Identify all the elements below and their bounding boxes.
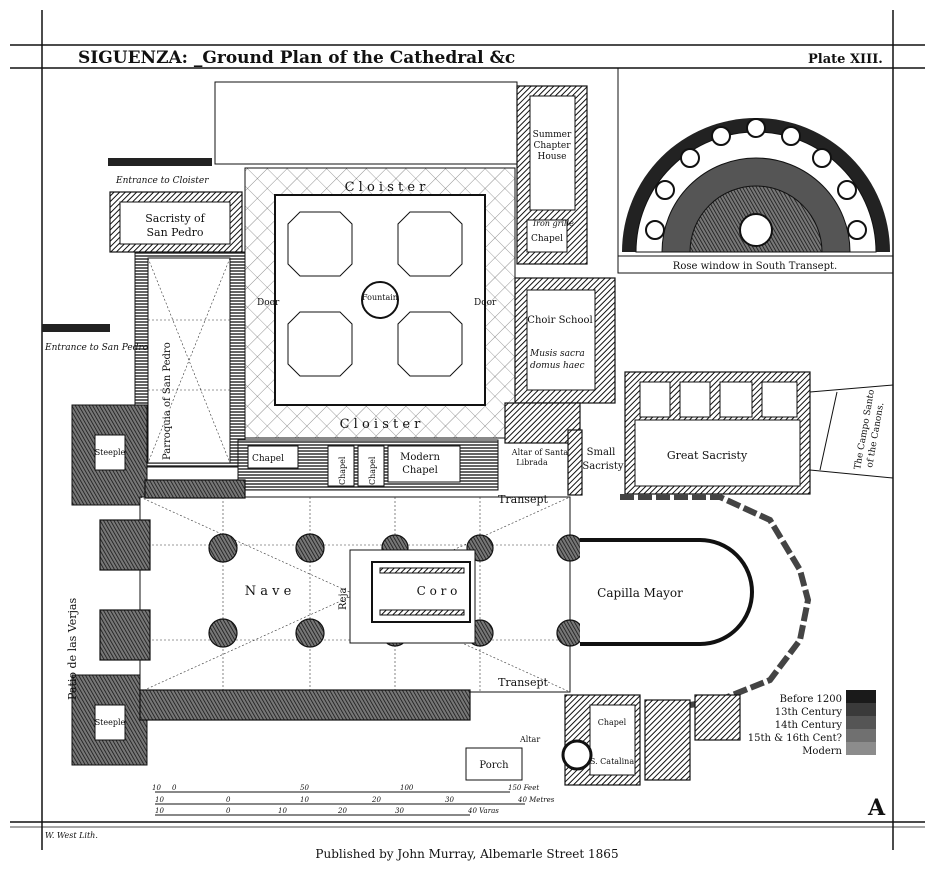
plate-title: SIGUENZA: _Ground Plan of the Cathedral … <box>78 48 515 68</box>
capilla-mayor-label: Capilla Mayor <box>597 586 683 600</box>
publisher-credit: Published by John Murray, Albemarle Stre… <box>315 847 618 861</box>
small-sacristy-label: Sacristy <box>582 461 624 472</box>
scale-label: 10 <box>155 807 164 815</box>
legend-label: 15th & 16th Cent? <box>748 733 842 744</box>
legend-label: 14th Century <box>775 720 843 731</box>
legend-label: 13th Century <box>775 707 843 718</box>
modern-chapel-label: Modern <box>400 452 440 463</box>
legend: Before 1200 13th Century 14th Century 15th … <box>748 690 876 757</box>
nave-area <box>99 479 700 721</box>
steeple-label: Steeple <box>95 448 126 457</box>
sacristy-san-pedro-label: San Pedro <box>146 226 203 239</box>
chapel-catalina-label: Chapel <box>598 718 627 727</box>
altar-librada-label: Altar of Santa <box>511 448 569 457</box>
inscription-label: Musis sacra <box>529 349 585 359</box>
rose-window-caption: Rose window in South Transept. <box>673 261 837 272</box>
entrance-cloister-label: Entrance to Cloister <box>115 176 209 186</box>
altar-librada-label: Librada <box>516 458 548 467</box>
summer-chapter-house-label: Summer <box>533 130 572 140</box>
scale-label: 150 Feet <box>508 784 539 792</box>
cloister-label: C l o i s t e r <box>340 417 422 432</box>
coro <box>349 549 476 644</box>
scale-label: 0 <box>226 796 231 804</box>
fountain-label: Fountain <box>362 293 398 302</box>
small-sacristy-label: Small <box>587 447 616 458</box>
north-building <box>214 81 518 165</box>
porch-label: Porch <box>479 760 509 771</box>
scale-label: 50 <box>300 784 309 792</box>
nave-label: N a v e <box>245 584 292 599</box>
legend-label: Modern <box>802 746 842 757</box>
scale-label: 10 <box>278 807 287 815</box>
chapel-label: Chapel <box>368 456 377 485</box>
scale-label: 10 <box>152 784 161 792</box>
scale-label: 40 Metres <box>517 796 555 804</box>
choir-school-label: Choir School <box>527 315 592 326</box>
door-label: Door <box>474 298 497 308</box>
apse <box>580 494 812 708</box>
iron-grille-label: Iron grille <box>532 219 574 228</box>
legend-swatch <box>846 729 876 742</box>
cloister-label: C l o i s t e r <box>345 180 427 195</box>
chapel-label: Chapel <box>252 454 284 464</box>
lithographer-credit: W. West Lith. <box>45 831 98 840</box>
legend-swatch <box>846 716 876 729</box>
scale-label: 20 <box>371 796 381 804</box>
scale-bars <box>155 791 525 816</box>
monogram-logo: A <box>867 795 886 821</box>
plate-number: Plate XIII. <box>808 52 883 67</box>
chapel-label: Chapel <box>338 456 347 485</box>
scale-label: 30 <box>395 807 404 815</box>
scale-label: 0 <box>226 807 231 815</box>
rose-window-inset: Rose window in South Transept. <box>617 67 894 274</box>
scale-label: 100 <box>400 784 414 792</box>
sacristy-san-pedro-label: Sacristy of <box>145 212 205 225</box>
cloister <box>244 167 516 439</box>
chapel-catalina-label: S. Catalina <box>590 757 634 766</box>
coro-label: C o r o <box>417 584 458 598</box>
summer-chapter-house-label: House <box>537 152 566 162</box>
door-label: Door <box>257 298 280 308</box>
scale-label: 10 <box>155 796 164 804</box>
transept-label: Transept <box>498 493 548 506</box>
reja-label: Reja <box>338 587 349 610</box>
inscription-label: domus haec <box>530 361 585 371</box>
great-sacristy-label: Great Sacristy <box>667 449 748 462</box>
transept-label: Transept <box>498 676 548 689</box>
legend-label: Before 1200 <box>780 694 842 705</box>
scale-label: 10 <box>300 796 309 804</box>
legend-swatch <box>846 703 876 716</box>
entrance-san-pedro-label: Entrance to San Pedro <box>44 343 149 353</box>
chapel-label: Chapel <box>531 234 563 244</box>
scale-label: 40 Varas <box>467 807 499 815</box>
legend-swatch <box>846 690 876 703</box>
modern-chapel-label: Chapel <box>402 465 438 476</box>
patio-label: Patio de las Verjas <box>66 598 79 700</box>
parroquia-label: Parroquia of San Pedro <box>162 342 173 460</box>
summer-chapter-house-label: Chapter <box>533 141 571 151</box>
steeple-label: Steeple <box>95 718 126 727</box>
legend-swatch <box>846 742 876 755</box>
scale-label: 0 <box>172 784 177 792</box>
scale-label: 30 <box>445 796 454 804</box>
altar-label: Altar <box>519 735 540 744</box>
scale-label: 20 <box>337 807 347 815</box>
